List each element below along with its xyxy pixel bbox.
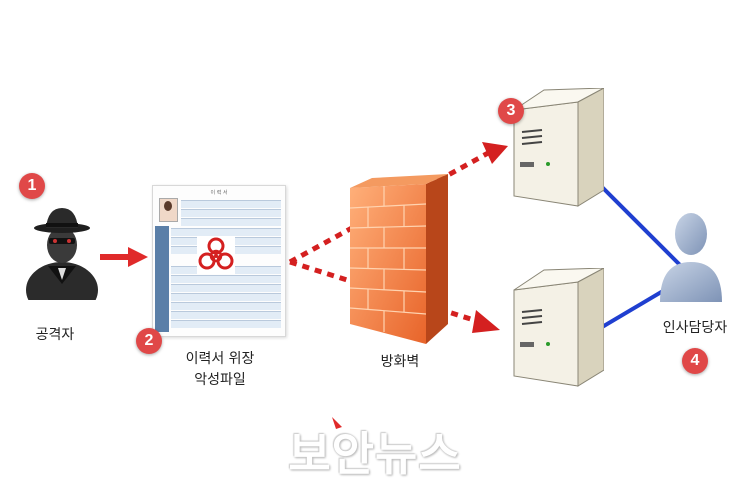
malicious-resume-file: 이 력 서	[152, 185, 286, 337]
badge-3: 3	[498, 98, 524, 124]
arrow-file-to-server-top	[288, 142, 508, 265]
server-top-icon	[513, 88, 604, 207]
resume-photo	[159, 198, 178, 222]
biohazard-icon	[197, 236, 235, 274]
server-bottom-icon	[513, 268, 604, 387]
attacker-label: 공격자	[35, 327, 75, 343]
firewall-label: 방화벽	[380, 354, 420, 370]
arrow-attacker-to-file	[100, 247, 148, 267]
arrow-file-to-server-bottom	[289, 259, 500, 333]
badge-2: 2	[136, 328, 162, 354]
hr-person-icon	[660, 213, 722, 302]
hr-label: 인사담당자	[662, 320, 728, 336]
red-mark-icon	[332, 417, 342, 429]
file-label-line2: 악성파일	[194, 372, 246, 388]
firewall-icon	[349, 174, 448, 344]
badge-1: 1	[19, 173, 45, 199]
badge-4: 4	[682, 348, 708, 374]
resume-heading: 이 력 서	[210, 190, 228, 196]
watermark-logo: 보안뉴스	[288, 427, 462, 481]
file-label-line1: 이력서 위장	[185, 351, 255, 367]
attacker-icon	[26, 208, 98, 300]
